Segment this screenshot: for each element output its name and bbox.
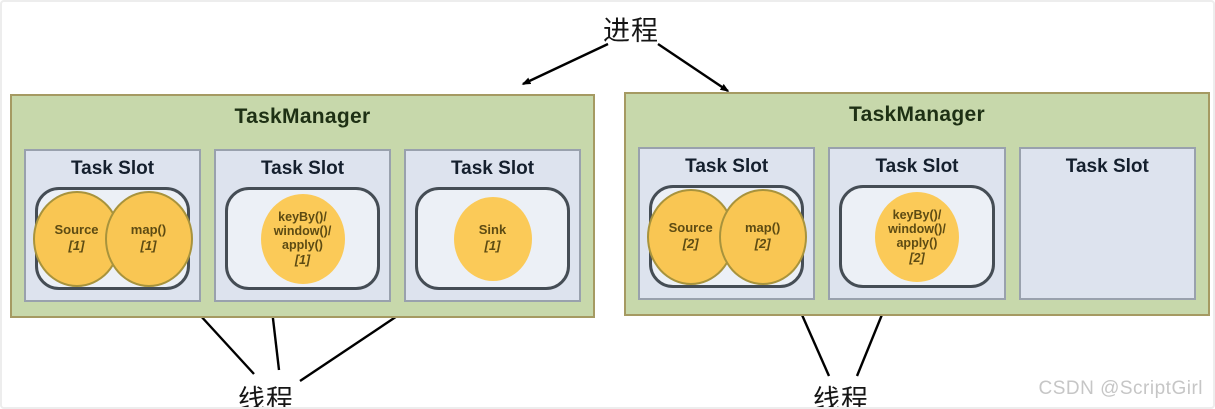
taskmanager-right-slots: Task Slot Source [2] map() [2] Task Slot — [638, 147, 1196, 300]
task-instance: [1] — [484, 238, 501, 253]
task-instance: [2] — [682, 236, 699, 251]
arrow-process-to-left-tm — [521, 42, 609, 86]
task-instance: [1] — [294, 253, 311, 267]
task-label: keyBy()/ — [892, 208, 942, 222]
watermark: CSDN @ScriptGirl — [1038, 378, 1203, 399]
task-circle-source: Source [1] — [32, 190, 121, 287]
task-slot-left-1: Task Slot Source [1] map() [1] — [24, 149, 201, 302]
task-slot-left-3: Task Slot Sink [1] — [404, 149, 581, 302]
taskmanager-right-title: TaskManager — [849, 103, 985, 126]
thread-label-left: 线程 — [238, 385, 294, 409]
arrow-process-to-right-tm — [657, 43, 730, 92]
task-slot-right-1: Task Slot Source [2] map() [2] — [638, 147, 816, 300]
task-circle-keyby-window-apply: keyBy()/ window()/ apply() [1] — [260, 193, 345, 284]
process-label: 进程 — [603, 16, 659, 46]
taskmanager-left-title: TaskManager — [234, 105, 371, 128]
pipeline-group: Source [2] map() [2] — [646, 185, 807, 288]
task-slot-title: Task Slot — [70, 158, 155, 179]
task-slot-right-3-empty: Task Slot — [1018, 147, 1196, 300]
pipeline-group: keyBy()/ window()/ apply() [1] — [225, 187, 380, 290]
pipeline-group: Sink [1] — [415, 187, 570, 290]
task-label: Source — [54, 222, 99, 238]
task-instance: [1] — [140, 238, 157, 253]
task-circle-keyby-window-apply: keyBy()/ window()/ apply() [2] — [874, 191, 959, 282]
task-label: Sink — [478, 222, 507, 238]
task-circle-map: map() [2] — [718, 188, 807, 285]
task-label: apply() — [896, 236, 938, 250]
thread-label-right: 线程 — [813, 385, 869, 409]
pipeline-group: Source [1] map() [1] — [32, 187, 193, 290]
task-label: keyBy()/ — [278, 210, 327, 224]
task-slot-title: Task Slot — [685, 156, 769, 177]
task-slot-left-2: Task Slot keyBy()/ window()/ apply() [1] — [214, 149, 391, 302]
taskmanager-left: TaskManager Task Slot Source [1] map() [… — [10, 94, 595, 318]
task-slot-title: Task Slot — [1065, 156, 1149, 177]
pipeline-group: keyBy()/ window()/ apply() [2] — [839, 185, 995, 288]
taskmanager-left-slots: Task Slot Source [1] map() [1] Task Slot — [24, 149, 581, 302]
task-label: map() — [744, 220, 781, 236]
task-instance: [2] — [909, 251, 925, 265]
taskmanager-right: TaskManager Task Slot Source [2] map() [… — [624, 92, 1210, 316]
task-circle-sink: Sink [1] — [453, 196, 532, 281]
task-label: window()/ — [273, 224, 332, 238]
task-slot-right-2: Task Slot keyBy()/ window()/ apply() [2] — [828, 147, 1006, 300]
task-slot-title: Task Slot — [260, 158, 345, 179]
task-label: apply() — [282, 238, 323, 252]
task-instance: [1] — [68, 238, 85, 253]
task-slot-title: Task Slot — [450, 158, 535, 179]
task-label: Source — [668, 220, 713, 236]
task-instance: [2] — [754, 236, 771, 251]
task-slot-title: Task Slot — [875, 156, 959, 177]
task-label: window()/ — [888, 222, 946, 236]
task-circle-map: map() [1] — [104, 190, 193, 287]
task-label: map() — [130, 222, 167, 238]
